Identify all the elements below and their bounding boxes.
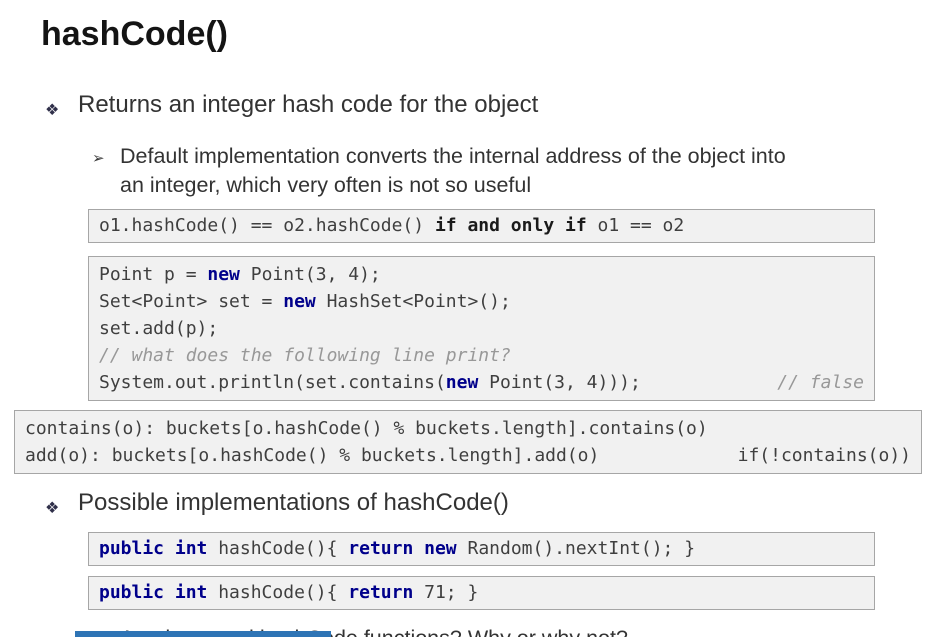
- diamond-bullet-icon: ❖: [45, 500, 60, 517]
- bullet-returns-hashcode: ❖ Returns an integer hash code for the o…: [45, 90, 936, 126]
- code-block-impl-random: public int hashCode(){ return new Random…: [88, 532, 875, 566]
- bottom-accent-bar: [75, 631, 331, 637]
- bullet-possible-implementations: ❖ Possible implementations of hashCode(): [45, 488, 936, 524]
- page-title: hashCode(): [41, 15, 228, 53]
- subbullet-default-implementation: ➢ Default implementation converts the in…: [92, 142, 936, 200]
- diamond-bullet-icon: ❖: [45, 102, 60, 119]
- code-block-point-hashset-example: Point p = new Point(3, 4);Set<Point> set…: [88, 256, 875, 401]
- code-block-impl-constant: public int hashCode(){ return 71; }: [88, 576, 875, 610]
- bullet-text: Possible implementations of hashCode(): [78, 489, 509, 516]
- code-block-iff-rule: o1.hashCode() == o2.hashCode() if and on…: [88, 209, 875, 243]
- arrowhead-bullet-icon: ➢: [92, 150, 105, 167]
- subbullet-text: Default implementation converts the inte…: [120, 144, 786, 197]
- bullet-text: Returns an integer hash code for the obj…: [78, 91, 539, 118]
- code-block-buckets-pseudocode: contains(o): buckets[o.hashCode() % buck…: [14, 410, 922, 474]
